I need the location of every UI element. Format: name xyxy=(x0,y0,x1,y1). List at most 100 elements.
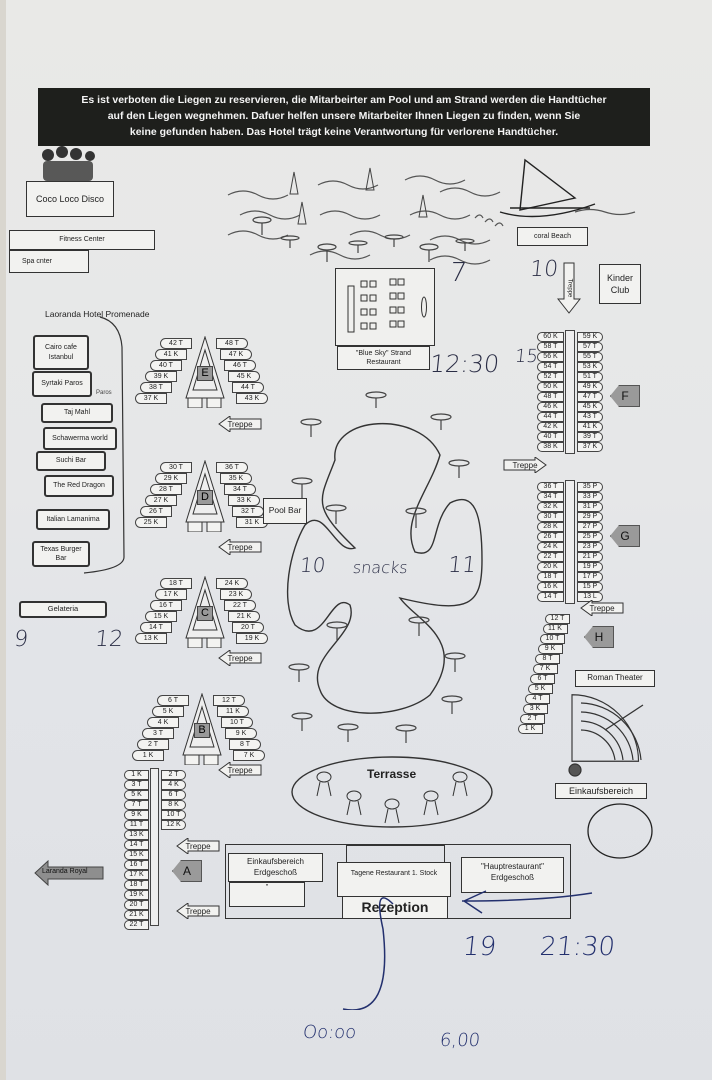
restaurant-3: Schawerma world xyxy=(43,427,117,450)
lounger-H: 5 K xyxy=(527,684,553,694)
lounger-G: 26 T xyxy=(537,532,564,542)
lounger-G: 24 K xyxy=(537,542,564,552)
section-letter-D: D xyxy=(197,490,213,505)
restaurant-4: Suchi Bar xyxy=(36,451,106,471)
round-area xyxy=(587,803,653,859)
lounger-E: 47 K xyxy=(220,349,252,360)
roman-theater-label: Roman Theater xyxy=(575,670,655,687)
promenade-path xyxy=(83,316,125,574)
lounger-A: 11 T xyxy=(124,820,149,830)
lounger-G: 19 P xyxy=(577,562,603,572)
restaurant-0: Cairo cafe Istanbul xyxy=(33,335,89,370)
treppe-label: Treppe xyxy=(185,906,211,916)
terrasse-label: Terrasse xyxy=(367,767,417,781)
lounger-F: 57 T xyxy=(577,342,603,352)
lounger-C: 24 K xyxy=(216,578,248,589)
shop-box: " xyxy=(229,882,305,907)
lounger-D: 27 K xyxy=(145,495,177,506)
lounger-B: 1 K xyxy=(132,750,164,761)
lounger-F: 43 T xyxy=(577,412,603,422)
lounger-A: 15 K xyxy=(124,850,149,860)
lounger-A: 16 T xyxy=(124,860,149,870)
lounger-C: 19 K xyxy=(236,633,268,644)
lounger-F: 46 K xyxy=(537,402,564,412)
treppe-arrow: Treppe xyxy=(176,903,220,919)
lounger-G: 22 T xyxy=(537,552,564,562)
lounger-A: 19 K xyxy=(124,890,149,900)
lounger-F: 40 T xyxy=(537,432,564,442)
treppe-arrow-down: Treppe xyxy=(557,262,581,314)
lounger-F: 52 T xyxy=(537,372,564,382)
lounger-G: 28 K xyxy=(537,522,564,532)
lounger-B: 12 T xyxy=(213,695,245,706)
blue-sky-floorplan xyxy=(335,268,435,346)
pool-umbrella-icons xyxy=(288,391,470,743)
lounger-C: 15 K xyxy=(145,611,177,622)
lounger-A: 20 T xyxy=(124,900,149,910)
lounger-F: 58 T xyxy=(537,342,564,352)
lounger-H: 11 K xyxy=(542,624,568,634)
lounger-G: 15 P xyxy=(577,582,603,592)
treppe-arrow: Treppe xyxy=(218,650,262,666)
handwritten-note-snacks: snacks xyxy=(352,558,409,577)
lounger-G: 14 T xyxy=(537,592,564,602)
large-sailboat-icon xyxy=(499,158,596,218)
lounger-G: 33 P xyxy=(577,492,603,502)
handwritten-note-t2130: 21:30 xyxy=(538,932,617,962)
lounger-C: 22 T xyxy=(224,600,256,611)
lounger-A: 22 T xyxy=(124,920,149,930)
beach-umbrella-icons xyxy=(252,216,475,262)
lounger-A: 18 T xyxy=(124,880,149,890)
pool xyxy=(286,391,483,743)
promenade-title: Laoranda Hotel Promenade xyxy=(45,309,150,319)
handwritten-note-n19: 19 xyxy=(461,932,498,962)
lounger-A: 6 T xyxy=(161,790,186,800)
towel-rule-banner: Es ist verboten die Liegen zu reserviere… xyxy=(38,88,650,146)
lounger-B: 7 K xyxy=(233,750,265,761)
lounger-A: 12 K xyxy=(161,820,186,830)
lounger-E: 42 T xyxy=(160,338,192,349)
restaurant-6: Italian Lamanima xyxy=(36,509,110,530)
lounger-H: 9 K xyxy=(537,644,563,654)
tagene-restaurant: Tagene Restaurant 1. Stock xyxy=(337,862,451,897)
lounger-E: 43 K xyxy=(236,393,268,404)
treppe-label: Treppe xyxy=(227,419,253,429)
laranda-royal-arrow: Laranda Royal xyxy=(34,860,104,886)
lounger-G: 25 P xyxy=(577,532,603,542)
lounger-C: 23 K xyxy=(220,589,252,600)
section-letter-G: G xyxy=(610,525,640,547)
treppe-label: Treppe xyxy=(227,542,253,552)
lounger-E: 38 T xyxy=(140,382,172,393)
lounger-H: 4 T xyxy=(525,694,550,704)
laranda-royal-label: Laranda Royal xyxy=(42,868,88,875)
einkaufsbereich-label: Einkaufsbereich xyxy=(555,783,647,799)
disco-dancers-icon xyxy=(42,146,95,181)
lounger-D: 26 T xyxy=(140,506,172,517)
lounger-C: 18 T xyxy=(160,578,192,589)
lounger-H: 2 T xyxy=(520,714,545,724)
lounger-H: 3 K xyxy=(522,704,548,714)
sailboat-icons xyxy=(289,167,428,225)
treppe-arrow: Treppe xyxy=(218,416,262,432)
treppe-label: Treppe xyxy=(512,460,538,470)
lounger-E: 48 T xyxy=(216,338,248,349)
treppe-arrow: Treppe xyxy=(580,600,624,616)
lounger-E: 41 K xyxy=(155,349,187,360)
restaurant-7: Texas Burger Bar xyxy=(32,541,90,567)
lounger-G: 29 P xyxy=(577,512,603,522)
treppe-arrow: Treppe xyxy=(218,539,262,555)
lounger-C: 20 T xyxy=(232,622,264,633)
lounger-F: 49 K xyxy=(577,382,603,392)
section-letter-E: E xyxy=(197,366,213,381)
treppe-label: Treppe xyxy=(185,841,211,851)
banner-line: keine gefunden haben. Das Hotel trägt ke… xyxy=(129,126,559,138)
lounger-E: 45 K xyxy=(228,371,260,382)
treppe-label: Treppe xyxy=(565,278,572,298)
pool-bar: Pool Bar xyxy=(263,498,307,524)
lounger-D: 29 K xyxy=(155,473,187,484)
treppe-label: Treppe xyxy=(589,603,615,613)
terrasse-area xyxy=(291,756,493,828)
lounger-G: 21 P xyxy=(577,552,603,562)
lounger-A: 8 K xyxy=(161,800,186,810)
lounger-B: 8 T xyxy=(229,739,261,750)
